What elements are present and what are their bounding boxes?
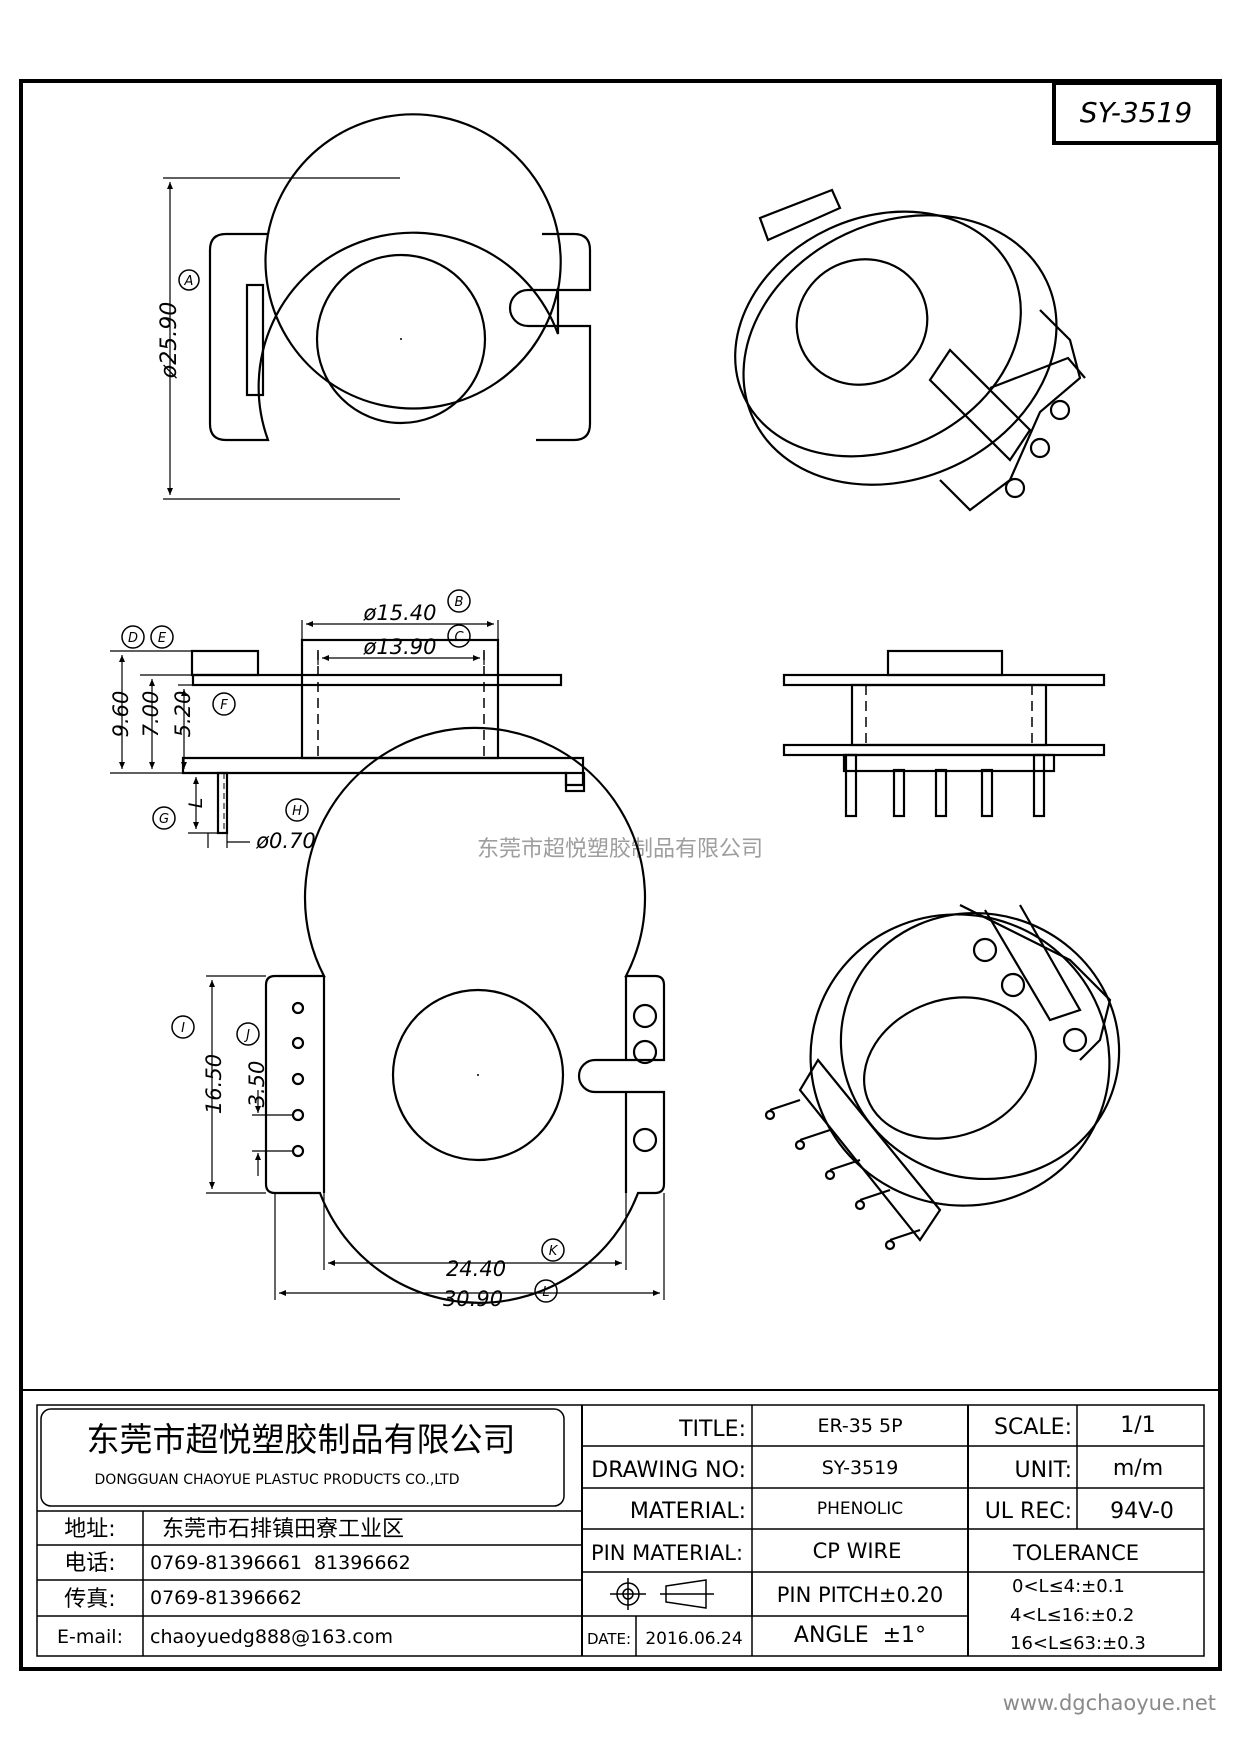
unit-label: UNIT: [1015, 1458, 1072, 1483]
scale-value: 1/1 [1120, 1413, 1155, 1438]
side-dims [110, 620, 499, 848]
material-value: PHENOLIC [817, 1499, 903, 1519]
fax-label: 传真: [64, 1587, 115, 1612]
dim-h-value: ø0.70 [255, 829, 316, 853]
dim-a [163, 177, 400, 500]
dim-i-group: I 16.50 [171, 1015, 226, 1114]
dim-c-letter: C [454, 630, 464, 645]
dim-b-value: ø15.40 [363, 601, 437, 625]
dim-c-group: ø13.90 C [363, 624, 471, 659]
dim-a-letter: A [184, 274, 194, 289]
front-view [782, 649, 1106, 818]
phone-label: 电话: [64, 1551, 115, 1576]
drawing-no-value: SY-3519 [822, 1457, 899, 1479]
bottom-view [264, 726, 666, 1304]
date-value: 2016.06.24 [645, 1629, 742, 1649]
email-value: chaoyuedg888@163.com [150, 1626, 393, 1648]
dim-j-letter: J [243, 1028, 250, 1043]
dim-h-group: H ø0.70 [255, 798, 316, 853]
dim-a-value: ø25.90 [157, 302, 182, 379]
dim-b-letter: B [455, 595, 464, 610]
dim-e-value: 7.00 [139, 691, 163, 738]
ul-rec-label: UL REC: [985, 1499, 1072, 1524]
dim-l-value: 30.90 [443, 1287, 503, 1311]
scale-label: SCALE: [994, 1415, 1072, 1440]
email-label: E-mail: [57, 1626, 123, 1648]
title-value: ER-35 5P [817, 1415, 902, 1437]
dim-l-letter: L [542, 1285, 549, 1300]
dim-c-value: ø13.90 [363, 635, 437, 659]
projection-symbol-icon [610, 1578, 714, 1610]
dim-d-value: 9.60 [109, 691, 133, 738]
unit-value: m/m [1113, 1456, 1163, 1481]
tolerance-row-1: 0<L≤4:±0.1 [1012, 1576, 1125, 1597]
material-label: MATERIAL: [630, 1499, 746, 1524]
angle: ANGLE ±1° [794, 1623, 926, 1648]
dim-k-value: 24.40 [446, 1257, 506, 1281]
address-label: 地址: [64, 1517, 115, 1542]
pin-material-label: PIN MATERIAL: [591, 1541, 743, 1565]
dim-h-letter: H [292, 804, 302, 819]
iso-view-bottom [764, 904, 1121, 1251]
dim-g-group: L G [152, 798, 207, 830]
address-value: 东莞市石排镇田寮工业区 [162, 1517, 404, 1542]
dim-e-group: E 7.00 [139, 625, 174, 738]
outer-border [19, 79, 1222, 1671]
dim-b-group: ø15.40 B [363, 589, 471, 625]
dim-k-group: 24.40 K [446, 1238, 565, 1281]
title-block-lines [21, 1389, 1220, 1657]
bottom-dims [206, 975, 665, 1300]
drawing-id: SY-3519 [1080, 96, 1192, 129]
dim-d-group: D 9.60 [109, 625, 145, 738]
pin-pitch: PIN PITCH±0.20 [777, 1583, 944, 1607]
dim-e-letter: E [158, 631, 167, 646]
pin-material-value: CP WIRE [813, 1539, 902, 1563]
dim-d-letter: D [128, 631, 138, 646]
tolerance-row-3: 16<L≤63:±0.3 [1010, 1633, 1146, 1654]
footer-url: www.dgchaoyue.net [1003, 1691, 1216, 1715]
dim-g-value: L [185, 798, 207, 809]
tolerance-row-2: 4<L≤16:±0.2 [1010, 1605, 1134, 1626]
dim-k-letter: K [549, 1244, 559, 1259]
iso-view-top [734, 188, 1086, 512]
tolerance-label: TOLERANCE [1012, 1541, 1139, 1565]
fax-value: 0769-81396662 [150, 1587, 302, 1609]
dim-i-letter: I [181, 1021, 185, 1036]
dim-f-group: 5.20 F [171, 691, 236, 738]
dim-a-circle: A [178, 269, 200, 291]
dim-l-group: 30.90 L [443, 1279, 558, 1311]
top-view [208, 113, 592, 442]
watermark: 东莞市超悦塑胶制品有限公司 [477, 837, 763, 862]
drawing-id-box: SY-3519 [1052, 81, 1220, 145]
dim-g-letter: G [159, 812, 169, 827]
company-name-cn: 东莞市超悦塑胶制品有限公司 [87, 1420, 516, 1459]
side-view [181, 638, 586, 835]
ul-rec-value: 94V-0 [1110, 1499, 1174, 1524]
dim-j-value: 3.50 [245, 1061, 269, 1108]
phone-value: 0769-81396661 81396662 [150, 1552, 411, 1574]
date-label: DATE: [587, 1630, 631, 1648]
company-name-en: DONGGUAN CHAOYUE PLASTUC PRODUCTS CO.,LT… [95, 1472, 460, 1488]
drawing-no-label: DRAWING NO: [591, 1458, 746, 1483]
dim-f-letter: F [220, 698, 228, 713]
dim-f-value: 5.20 [171, 691, 195, 738]
dim-i-value: 16.50 [202, 1054, 226, 1114]
dim-j-group: J 3.50 [236, 1022, 269, 1108]
title-label: TITLE: [678, 1417, 746, 1442]
